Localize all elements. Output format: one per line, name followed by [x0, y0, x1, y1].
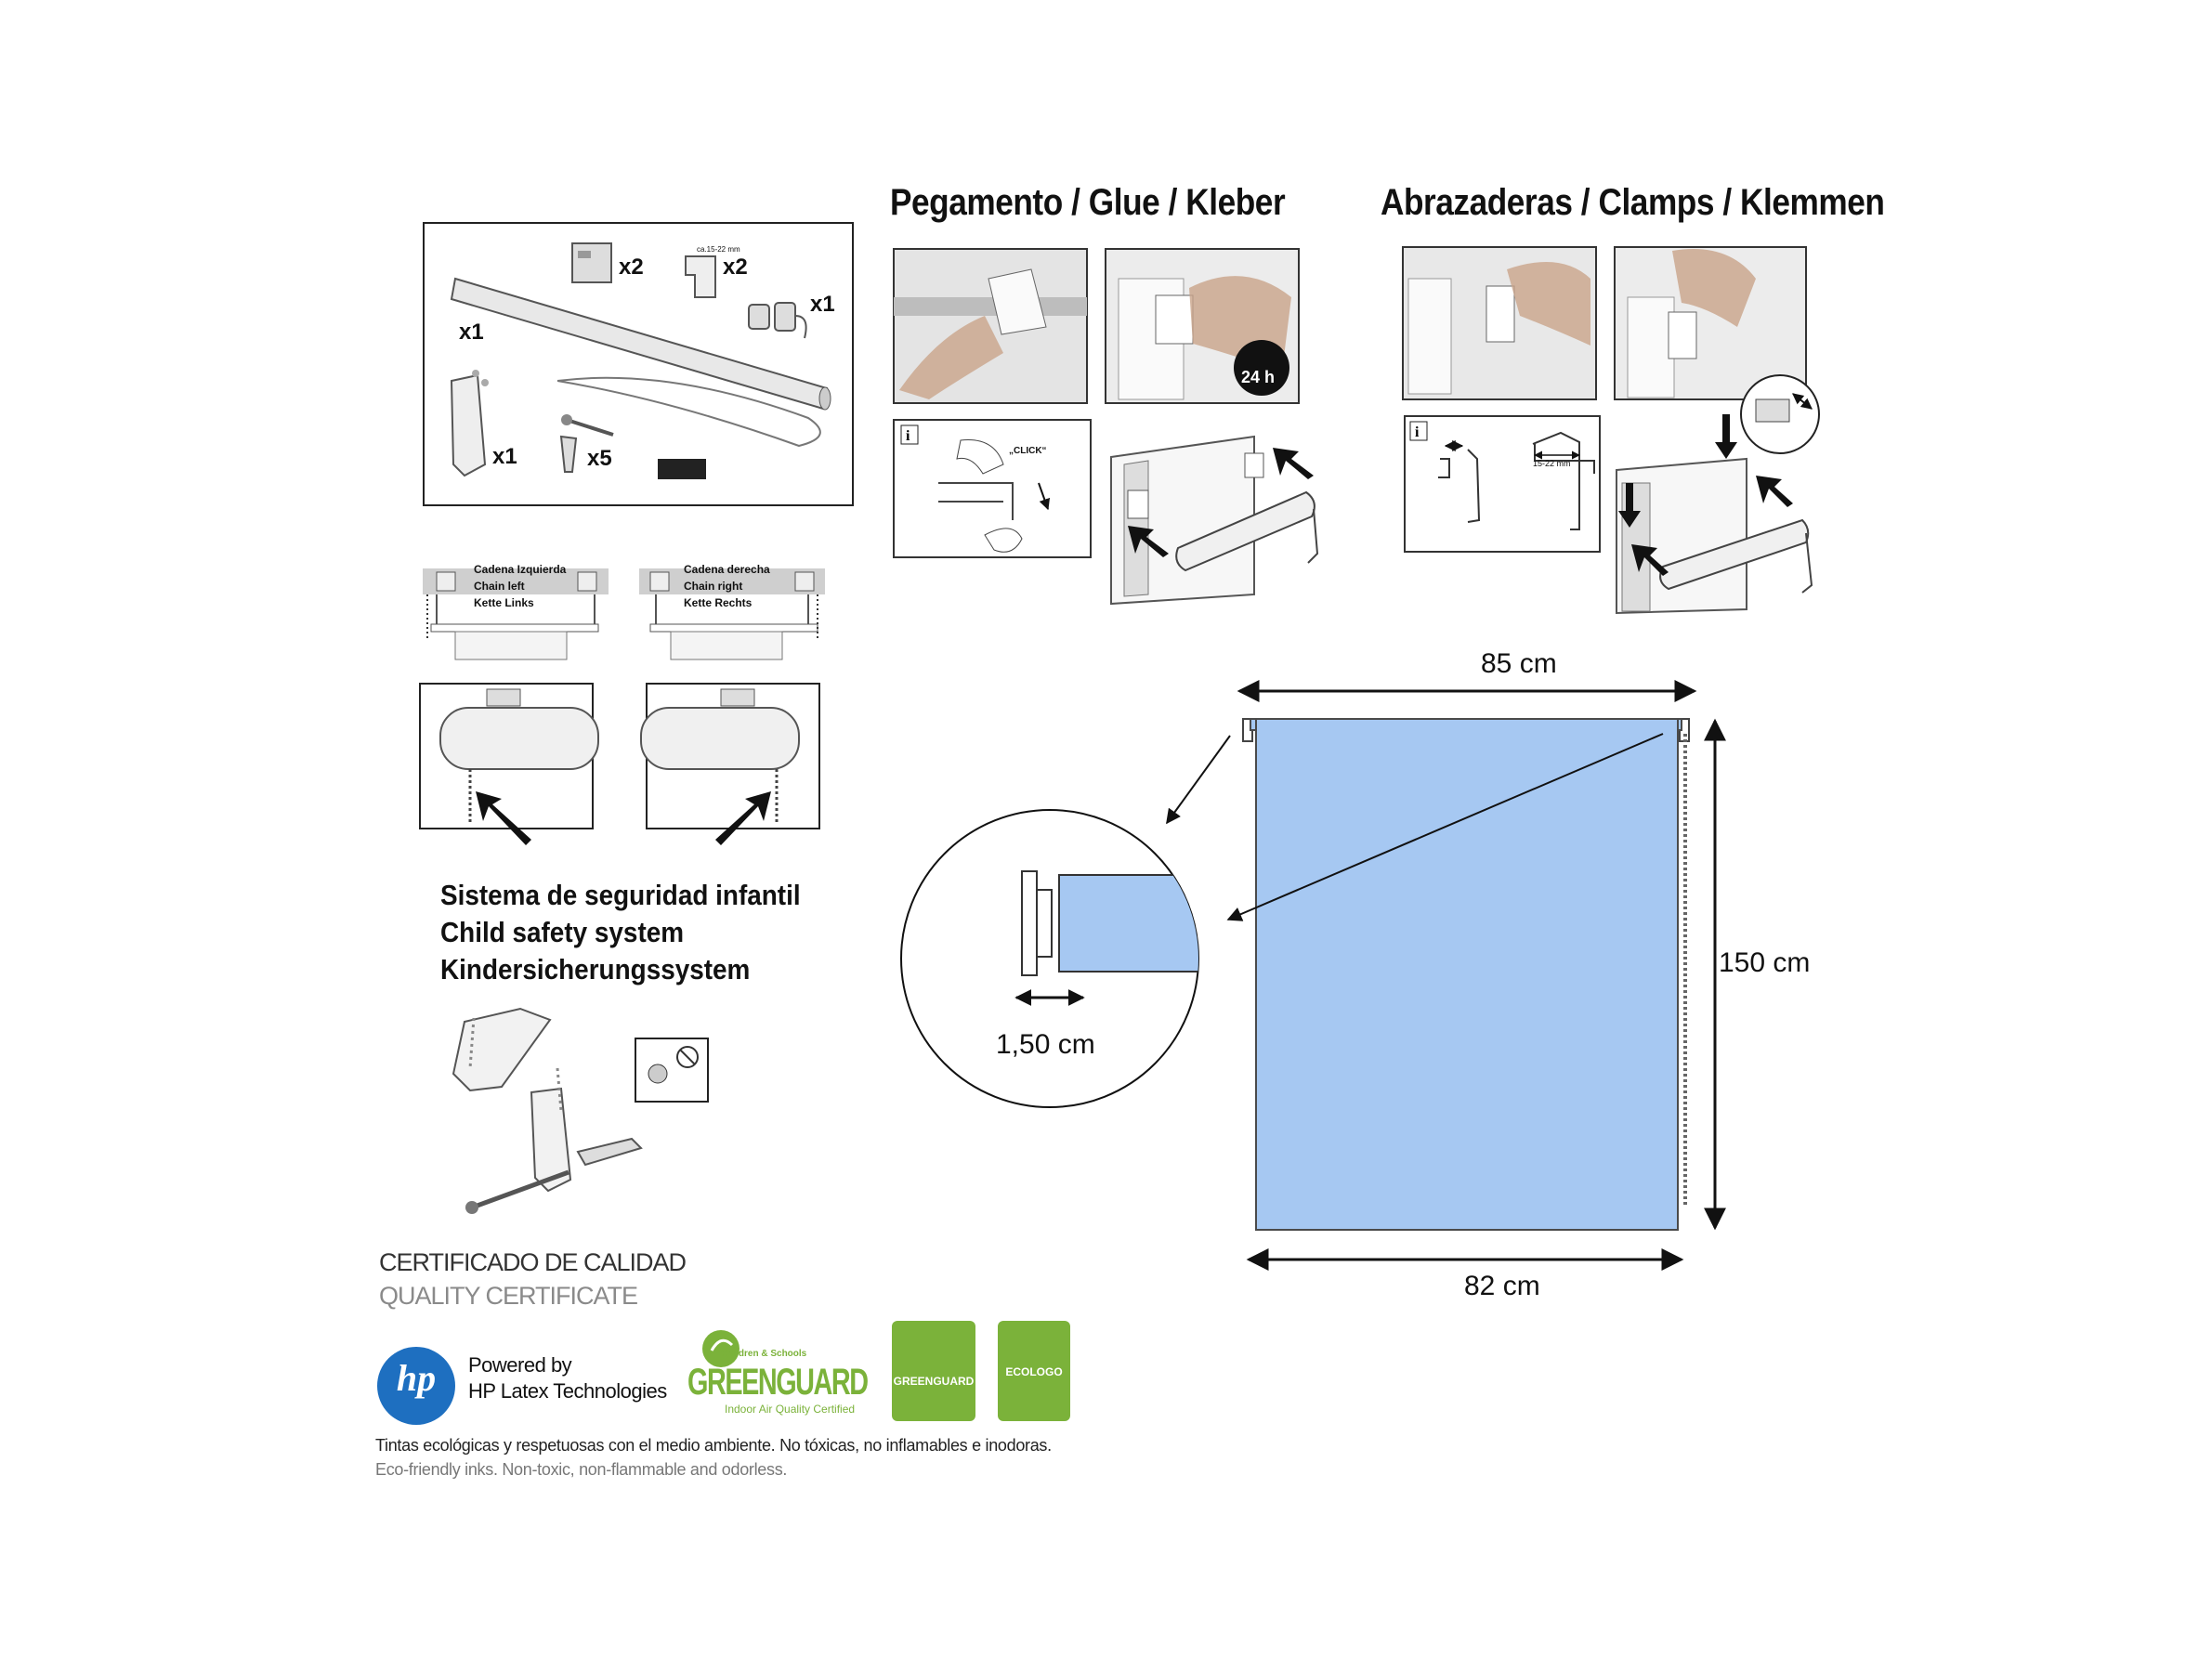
height-label: 150 cm — [1719, 947, 1811, 978]
glue-step-2 — [1105, 248, 1300, 404]
arrow-icon — [715, 791, 771, 845]
clamp-step-3-info: i — [1404, 415, 1601, 553]
screw-icon — [559, 414, 614, 473]
blind-dimension-diagram — [900, 680, 1726, 1271]
chain-left-diagram — [423, 568, 609, 660]
clamp-icon — [685, 255, 716, 298]
callout-arrow-right — [1226, 733, 1664, 921]
top-width-label: 85 cm — [1481, 648, 1557, 679]
chain-left-closeup — [419, 683, 599, 845]
eco-note-es: Tintas ecológicas y respetuosas con el m… — [375, 1436, 1052, 1455]
clamps-heading: Abrazaderas / Clamps / Klemmen — [1381, 182, 1885, 223]
click-label: „CLICK“ — [1009, 446, 1047, 456]
end-caps-qty: x1 — [810, 292, 835, 317]
greenguard-logo — [702, 1330, 740, 1367]
arrow-icon — [1128, 526, 1169, 557]
bracket-qty: x2 — [619, 255, 644, 280]
hp-logo — [377, 1347, 455, 1425]
chain-right-en: Chain right — [684, 580, 743, 593]
clamp-step-1 — [1402, 246, 1597, 400]
arrow-icon — [1618, 483, 1641, 528]
chain-left-es: Cadena Izquierda — [474, 563, 567, 576]
callout-arrow-left — [1166, 735, 1231, 825]
safety-line-en: Child safety system — [440, 916, 685, 948]
svg-text:i: i — [1415, 424, 1420, 440]
blind-qty: x1 — [459, 320, 484, 345]
bracket-gap-label: 1,50 cm — [996, 1029, 1095, 1060]
clamp-qty: x2 — [723, 255, 748, 280]
child-safety-text: Sistema de seguridad infantil Child safe… — [440, 877, 841, 988]
bracket-detail-magnifier — [900, 809, 1199, 1108]
ecologo-badge: ECOLOGO — [998, 1321, 1070, 1421]
info-icon — [900, 424, 919, 445]
hp-logo-text: hp — [396, 1357, 437, 1399]
eco-note-en: Eco-friendly inks. Non-toxic, non-flamma… — [375, 1460, 788, 1479]
arrow-icon — [1715, 414, 1737, 459]
glue-heading: Pegamento / Glue / Kleber — [890, 182, 1286, 223]
glue-step-4 — [1110, 435, 1319, 606]
greenguard-main-label: GREENGUARD — [687, 1362, 869, 1403]
safety-line-es: Sistema de seguridad infantil — [440, 879, 801, 911]
clamp-step-2 — [1614, 246, 1807, 400]
chain-left-en: Chain left — [474, 580, 525, 593]
safety-installation-illustration — [452, 1007, 709, 1214]
end-caps-icon — [748, 302, 807, 339]
bottom-width-label: 82 cm — [1464, 1271, 1540, 1301]
certificate-title-es: CERTIFICADO DE CALIDAD — [379, 1248, 687, 1276]
safety-qty: x1 — [492, 444, 517, 469]
safety-device-icon — [450, 370, 489, 477]
glue-step-3-info: i — [893, 419, 1092, 558]
chain-left-de: Kette Links — [474, 596, 534, 609]
chain-right-de: Kette Rechts — [684, 596, 753, 609]
info-icon — [1409, 421, 1428, 441]
greenguard-badge: GREENGUARD — [892, 1321, 975, 1421]
chain-right-diagram — [639, 568, 825, 660]
clamp-step-4 — [1616, 374, 1820, 615]
arrow-icon — [1756, 476, 1793, 507]
powered-by-label: Powered by — [468, 1353, 572, 1377]
arrow-icon — [476, 791, 531, 845]
arrow-icon — [1273, 448, 1314, 479]
arrow-icon — [1631, 544, 1669, 576]
adhesive-pad-icon — [658, 459, 706, 479]
clamp-size-detail: 15-22 mm — [1533, 459, 1571, 468]
certificate-title-en: QUALITY CERTIFICATE — [379, 1282, 638, 1310]
hp-tech-label: HP Latex Technologies — [468, 1379, 667, 1403]
svg-text:i: i — [906, 428, 910, 444]
ecologo-badge-label: ECOLOGO — [1005, 1365, 1063, 1378]
chain-right-label: Cadena derecha Chain right Kette Rechts — [684, 561, 770, 611]
greenguard-badge-label: GREENGUARD — [893, 1375, 975, 1388]
greenguard-top-label: Children & Schools — [721, 1349, 807, 1359]
screws-qty: x5 — [587, 446, 612, 471]
chain-left-label: Cadena Izquierda Chain left Kette Links — [474, 561, 566, 611]
hp-powered-text: Powered by HP Latex Technologies — [468, 1352, 667, 1404]
chain-right-es: Cadena derecha — [684, 563, 770, 576]
chain-right-closeup — [640, 683, 820, 845]
bracket-icon — [571, 242, 612, 283]
child-warning-icon — [635, 1038, 709, 1103]
blind-fabric — [1255, 718, 1679, 1231]
timer-label: 24 h — [1241, 368, 1276, 386]
glue-step-1 — [893, 248, 1088, 404]
safety-line-de: Kindersicherungssystem — [440, 953, 751, 986]
clamp-size-label: ca.15-22 mm — [697, 245, 740, 254]
greenguard-sub-label: Indoor Air Quality Certified — [725, 1403, 856, 1416]
roller-tube-icon — [450, 277, 831, 448]
timer-icon — [1234, 340, 1289, 396]
kit-contents-box — [423, 222, 854, 506]
